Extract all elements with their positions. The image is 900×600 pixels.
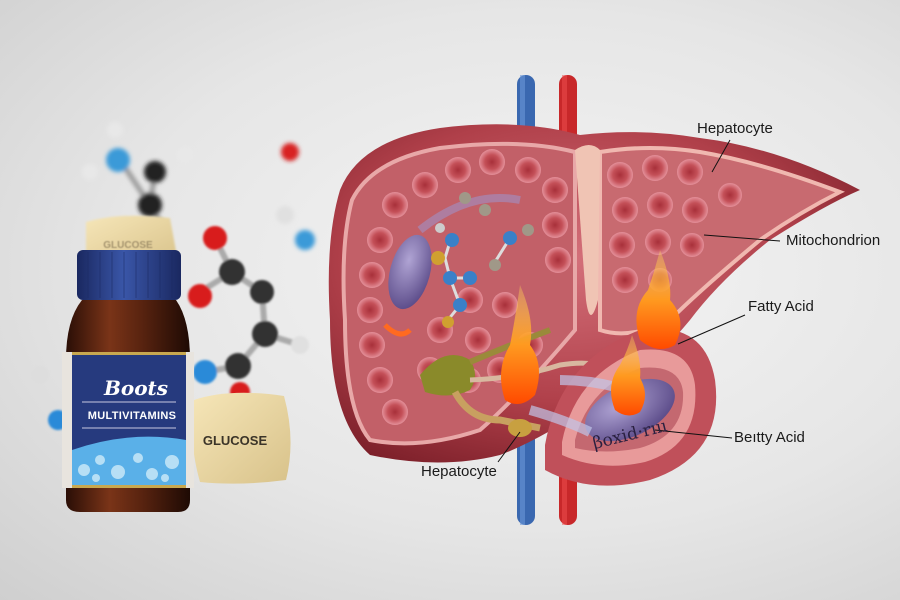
- arrow-icon: [528, 405, 593, 437]
- mitochondrion-icon: [388, 234, 432, 310]
- bottle-brand-logo: Boots: [103, 376, 169, 400]
- label-hepatocyte-top: Hepatocyte: [697, 120, 773, 137]
- molecule-model-icon: [31, 226, 309, 430]
- bottle-product-name: MULTIVITAMINS: [87, 410, 177, 422]
- glucose-cube-front: [192, 392, 291, 484]
- flame-icon: [501, 250, 681, 416]
- label-hepatocyte-bottom: Hepatocyte: [421, 463, 497, 480]
- glucose-cube-label-back: GLUCOSE: [103, 240, 153, 251]
- arrow-icon: [383, 323, 412, 337]
- multivitamin-bottle: [62, 250, 194, 512]
- label-fatty-acid: Fatty Acid: [748, 298, 814, 315]
- molecule-structure-icon: [431, 192, 534, 328]
- leader-lines: [497, 139, 781, 463]
- label-beity-acid: Beıtty Acid: [734, 429, 805, 446]
- label-mitochondrion: Mitochondrion: [786, 232, 881, 249]
- molecule-model-icon: [82, 122, 315, 250]
- hepatocyte-cells: [357, 149, 742, 425]
- glucose-cube-label-front: GLUCOSE: [202, 433, 268, 448]
